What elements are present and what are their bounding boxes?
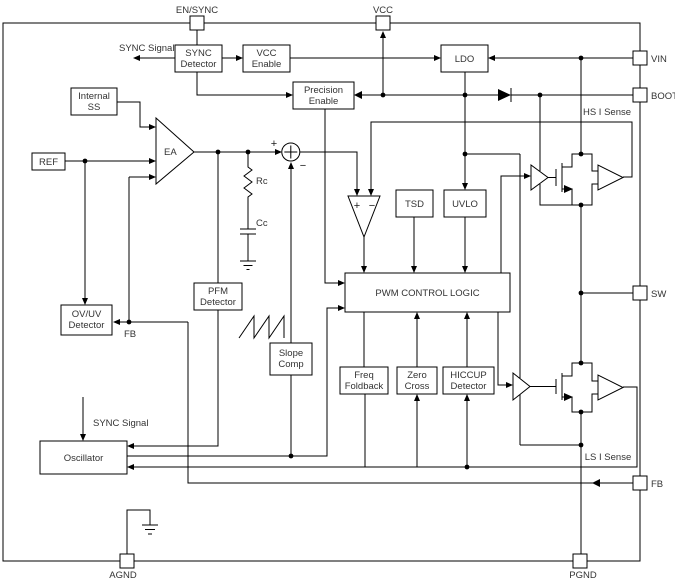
svg-text:Cross: Cross bbox=[405, 381, 430, 392]
label-hs-i-sense: HS I Sense bbox=[583, 107, 631, 118]
svg-text:OV/UV: OV/UV bbox=[72, 309, 102, 320]
block-hiccup-detector: HICCUP Detector bbox=[442, 366, 495, 395]
label-rc: Rc bbox=[256, 176, 268, 187]
block-freq-foldback: Freq Foldback bbox=[339, 366, 389, 395]
svg-text:TSD: TSD bbox=[405, 199, 424, 210]
wires-arrows bbox=[65, 31, 638, 487]
text-labels: EN/SYNC VCC VIN BOOT SW FB PGND AGND SYN… bbox=[93, 5, 675, 580]
sawtooth-waveform-icon bbox=[238, 314, 285, 340]
blocks: SYNC Detector VCC Enable LDO Precision E… bbox=[31, 44, 511, 475]
svg-text:Slope: Slope bbox=[279, 348, 303, 359]
pin-fb bbox=[632, 475, 648, 491]
block-pfm-detector: PFM Detector bbox=[193, 282, 243, 311]
boot-diode-icon bbox=[498, 88, 512, 102]
block-slope-comp: Slope Comp bbox=[269, 342, 313, 376]
svg-text:Freq: Freq bbox=[354, 370, 374, 381]
pin-label-boot: BOOT bbox=[651, 91, 675, 102]
svg-text:PWM CONTROL LOGIC: PWM CONTROL LOGIC bbox=[375, 288, 479, 299]
block-ovuv-detector: OV/UV Detector bbox=[60, 304, 113, 336]
sum-plus-sign: + bbox=[271, 138, 277, 150]
sum-minus-sign: − bbox=[300, 160, 306, 172]
hs-power-stage bbox=[530, 153, 625, 206]
pin-pgnd bbox=[572, 553, 588, 569]
label-fb-node: FB bbox=[124, 329, 136, 340]
svg-text:REF: REF bbox=[39, 157, 58, 168]
pin-boot bbox=[632, 87, 648, 103]
ls-sense-amp bbox=[597, 374, 625, 401]
block-oscillator: Oscillator bbox=[39, 440, 128, 475]
comp-minus-sign: − bbox=[369, 200, 375, 212]
svg-text:SYNC: SYNC bbox=[185, 48, 212, 59]
pin-label-agnd: AGND bbox=[109, 570, 137, 580]
hs-sense-amp bbox=[597, 164, 625, 191]
pin-label-pgnd: PGND bbox=[569, 570, 597, 580]
svg-text:Oscillator: Oscillator bbox=[64, 453, 104, 464]
hs-mosfet-source-arrow bbox=[564, 185, 573, 193]
ls-mosfet-source-arrow bbox=[564, 393, 573, 401]
block-vcc-enable: VCC Enable bbox=[242, 44, 291, 73]
svg-text:LDO: LDO bbox=[455, 54, 475, 65]
error-amplifier: EA bbox=[155, 116, 195, 186]
label-cc: Cc bbox=[256, 218, 268, 229]
label-sync-signal-bottom: SYNC Signal bbox=[93, 418, 148, 429]
svg-text:Foldback: Foldback bbox=[345, 381, 384, 392]
block-pwm-control-logic: PWM CONTROL LOGIC bbox=[344, 272, 511, 313]
label-sync-signal-top: SYNC Signal bbox=[119, 43, 174, 54]
block-internal-ss: Internal SS bbox=[70, 87, 118, 116]
svg-text:Enable: Enable bbox=[309, 96, 339, 107]
pin-label-vcc: VCC bbox=[373, 5, 393, 16]
arrow-into-precision-enable bbox=[354, 91, 362, 99]
pins bbox=[119, 15, 648, 569]
wires-plain bbox=[126, 30, 633, 554]
pin-label-fb: FB bbox=[651, 479, 663, 490]
pin-agnd bbox=[119, 553, 135, 569]
pwm-comparator: + − bbox=[347, 195, 381, 239]
svg-text:Detector: Detector bbox=[181, 59, 217, 70]
block-zero-cross: Zero Cross bbox=[396, 366, 438, 395]
pin-label-sw: SW bbox=[651, 289, 666, 300]
block-precision-enable: Precision Enable bbox=[292, 81, 355, 110]
block-ref: REF bbox=[31, 152, 66, 171]
block-tsd: TSD bbox=[395, 189, 434, 218]
svg-text:Internal: Internal bbox=[78, 91, 110, 102]
pin-sw bbox=[632, 285, 648, 301]
svg-text:Zero: Zero bbox=[407, 370, 427, 381]
pin-vin bbox=[632, 50, 648, 66]
block-ldo: LDO bbox=[440, 44, 489, 73]
summing-junction: + − bbox=[271, 138, 306, 172]
svg-text:SS: SS bbox=[88, 102, 101, 113]
svg-text:Precision: Precision bbox=[304, 85, 343, 96]
block-uvlo: UVLO bbox=[443, 189, 487, 218]
ea-label: EA bbox=[164, 147, 177, 158]
ls-gate-driver bbox=[512, 371, 531, 402]
arrow-fb-line bbox=[592, 479, 600, 487]
block-sync-detector: SYNC Detector bbox=[174, 44, 223, 73]
label-ls-i-sense: LS I Sense bbox=[585, 452, 631, 463]
svg-text:PFM: PFM bbox=[208, 286, 228, 297]
pin-label-vin: VIN bbox=[651, 54, 667, 65]
svg-text:Detector: Detector bbox=[200, 297, 236, 308]
svg-text:Enable: Enable bbox=[252, 59, 282, 70]
svg-text:UVLO: UVLO bbox=[452, 199, 478, 210]
svg-text:Comp: Comp bbox=[278, 359, 303, 370]
pin-vcc bbox=[375, 15, 391, 31]
pin-label-en-sync: EN/SYNC bbox=[176, 5, 218, 16]
svg-text:HICCUP: HICCUP bbox=[450, 370, 486, 381]
junction-dots bbox=[82, 55, 584, 470]
svg-text:Detector: Detector bbox=[451, 381, 487, 392]
ls-power-stage bbox=[512, 362, 625, 413]
comp-plus-sign: + bbox=[354, 200, 360, 212]
hs-gate-driver bbox=[530, 164, 549, 191]
svg-text:Detector: Detector bbox=[69, 320, 105, 331]
svg-text:VCC: VCC bbox=[256, 48, 276, 59]
pin-en-sync bbox=[189, 15, 205, 31]
